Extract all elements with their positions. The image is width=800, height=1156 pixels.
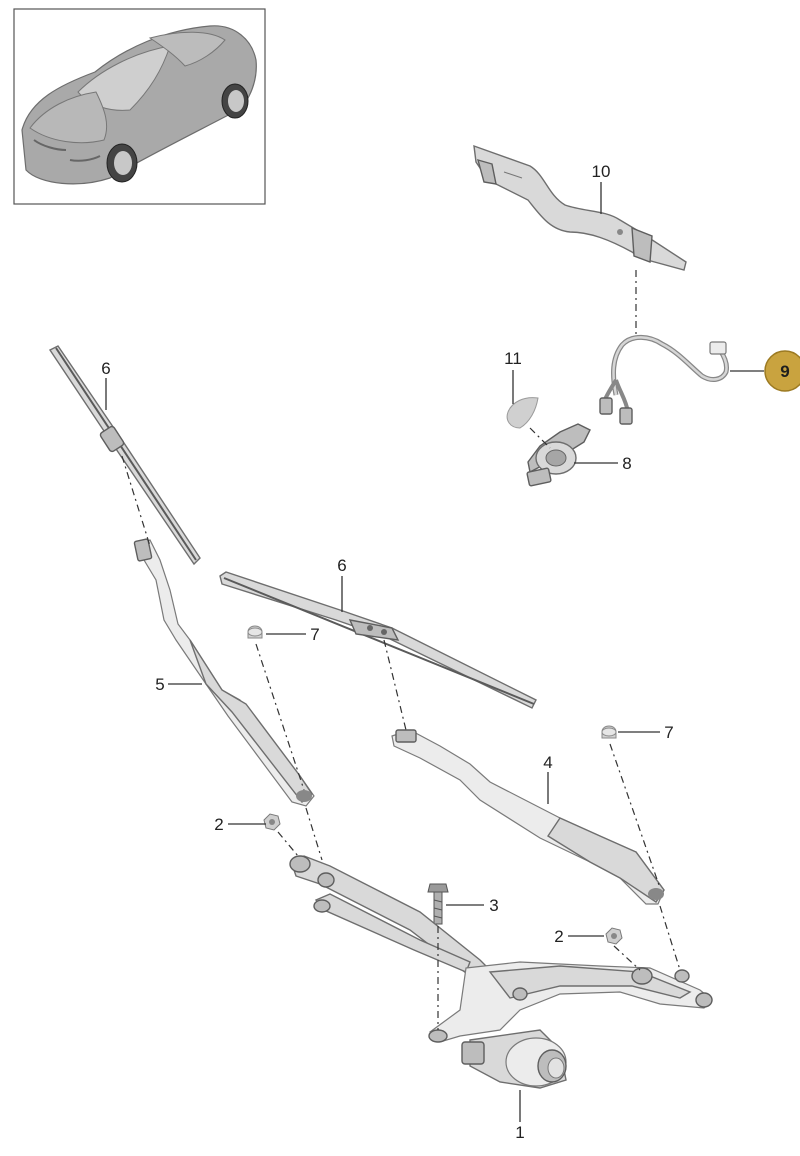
callout-2-right: 2 — [554, 927, 563, 946]
leader-lines — [105, 182, 764, 1122]
part-3-bolt — [427, 883, 449, 925]
callout-6-left: 6 — [101, 359, 110, 378]
part-7-cap-right — [601, 725, 617, 739]
car-icon — [21, 25, 257, 185]
callout-9: 9 — [780, 362, 789, 381]
callout-6-right: 6 — [337, 556, 346, 575]
callout-11: 11 — [504, 349, 522, 368]
vehicle-thumbnail — [13, 8, 266, 205]
callout-7-left: 7 — [310, 625, 319, 644]
part-6-wiper-blade-left — [48, 345, 201, 566]
callout-10: 10 — [592, 162, 611, 181]
callout-3: 3 — [489, 896, 498, 915]
part-1-wiper-linkage-motor — [289, 855, 713, 1089]
part-2-nut-left — [263, 813, 281, 831]
callout-labels: 10 11 8 6 6 7 5 7 4 2 3 2 1 — [101, 162, 673, 1142]
part-4-wiper-arm-right — [391, 729, 665, 905]
callout-1: 1 — [515, 1123, 524, 1142]
callout-4: 4 — [543, 753, 552, 772]
part-11-pad — [506, 397, 539, 429]
part-8-rain-sensor — [526, 423, 591, 487]
part-10-bracket — [473, 144, 687, 271]
callout-5: 5 — [155, 675, 164, 694]
alignment-lines — [121, 270, 681, 1030]
part-2-nut-right — [605, 927, 623, 945]
callout-7-right: 7 — [664, 723, 673, 742]
part-6-wiper-blade-right — [219, 571, 537, 709]
callout-8: 8 — [622, 454, 631, 473]
part-9-wiring-harness — [599, 334, 729, 425]
part-7-cap-left — [247, 625, 263, 639]
circle-badge — [764, 350, 800, 392]
callout-9-badge[interactable]: 9 — [764, 350, 800, 392]
part-5-wiper-arm-left — [133, 538, 315, 807]
callout-2-left: 2 — [214, 815, 223, 834]
